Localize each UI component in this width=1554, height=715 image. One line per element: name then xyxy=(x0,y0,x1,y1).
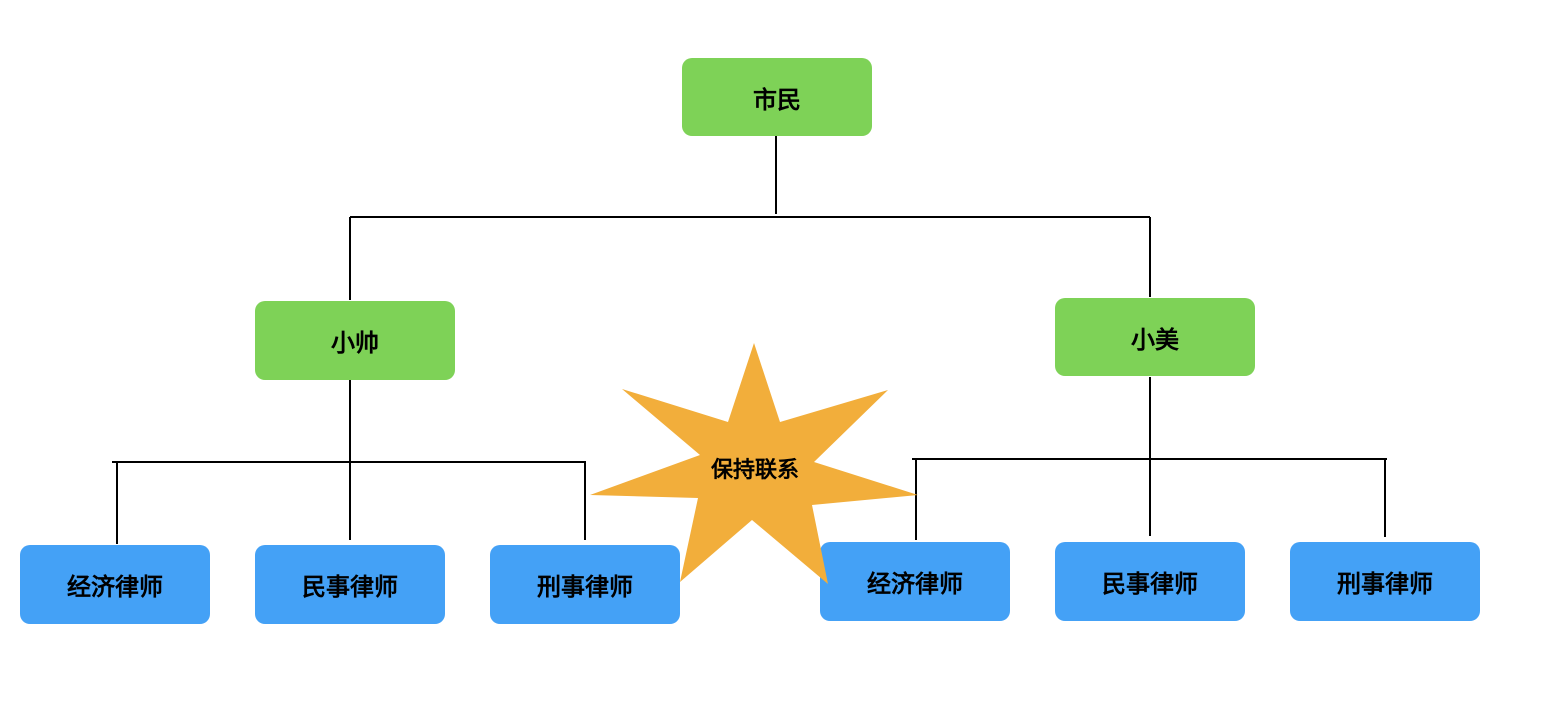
right-child-node-civil[interactable]: 民事律师 xyxy=(1055,542,1245,621)
root-node[interactable]: 市民 xyxy=(682,58,872,136)
right-child-label: 经济律师 xyxy=(867,570,963,598)
right-child-node-criminal[interactable]: 刑事律师 xyxy=(1290,542,1480,621)
left-child-node-economic[interactable]: 经济律师 xyxy=(20,545,210,624)
left-child-label: 经济律师 xyxy=(67,573,163,601)
left-child-node-civil[interactable]: 民事律师 xyxy=(255,545,445,624)
star-polygon[interactable] xyxy=(590,343,918,584)
root-node-label: 市民 xyxy=(753,85,801,114)
left-parent-label: 小帅 xyxy=(331,329,379,357)
right-child-node-economic[interactable]: 经济律师 xyxy=(820,542,1010,621)
left-child-label: 刑事律师 xyxy=(537,573,633,601)
left-child-label: 民事律师 xyxy=(302,573,398,601)
left-child-node-criminal[interactable]: 刑事律师 xyxy=(490,545,680,624)
right-child-label: 刑事律师 xyxy=(1337,570,1433,598)
right-parent-label: 小美 xyxy=(1131,325,1179,354)
right-child-label: 民事律师 xyxy=(1102,570,1198,598)
left-parent-node[interactable]: 小帅 xyxy=(255,301,455,380)
right-parent-node[interactable]: 小美 xyxy=(1055,298,1255,376)
star-label: 保持联系 xyxy=(710,458,799,483)
